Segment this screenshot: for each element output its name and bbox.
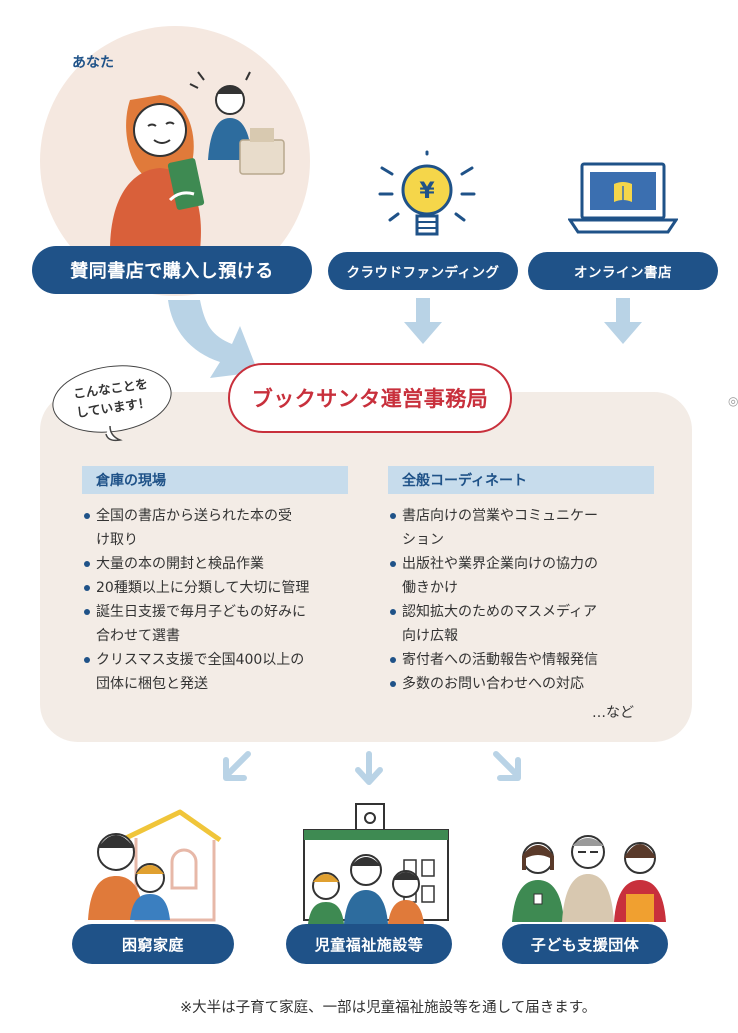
svg-text:¥: ¥	[419, 179, 435, 204]
facility-pill: 児童福祉施設等	[286, 924, 452, 964]
etc-label: …など	[592, 705, 634, 721]
coordination-heading: 全般コーディネート	[388, 466, 654, 494]
arrow-from-online	[604, 298, 642, 344]
office-label-box: ブックサンタ運営事務局	[228, 363, 512, 433]
office-activities-panel	[40, 392, 692, 742]
support-group-illustration	[512, 835, 666, 922]
arrows-to-office	[168, 298, 642, 378]
support-group-pill: 子ども支援団体	[502, 924, 668, 964]
footnote: ※大半は子育て家庭、一部は児童福祉施設等を通して届きます。	[180, 1000, 597, 1016]
facility-building-illustration	[303, 803, 449, 924]
arrow-from-bookstore	[168, 300, 258, 378]
arrow-from-crowdfunding	[404, 298, 442, 344]
list-item: 書店向けの営業やコミュニケーション	[390, 504, 660, 552]
arrow-to-facility	[355, 751, 383, 785]
laptop-book-icon	[568, 162, 678, 234]
arrow-to-support	[493, 751, 521, 781]
lightbulb-yen-icon: ¥	[378, 150, 476, 236]
family-house-illustration	[88, 809, 222, 922]
online-bookstore-pill: オンライン書店	[528, 252, 718, 290]
list-item: クリスマス支援で全国400以上の団体に梱包と発送	[84, 648, 354, 696]
book-icon	[167, 158, 205, 210]
list-item: 寄付者への活動報告や情報発信	[390, 648, 660, 672]
you-label: あなた	[72, 55, 114, 71]
woman-face	[133, 103, 187, 157]
list-item: 大量の本の開封と検品作業	[84, 552, 354, 576]
coordination-list: 書店向けの営業やコミュニケーション 出版社や業界企業向けの協力の働きかけ 認知拡…	[390, 504, 660, 696]
warehouse-heading: 倉庫の現場	[82, 466, 348, 494]
list-item: 20種類以上に分類して大切に管理	[84, 576, 354, 600]
list-item: 多数のお問い合わせへの対応	[390, 672, 660, 696]
list-item: 認知拡大のためのマスメディア向け広報	[390, 600, 660, 648]
bubble-tail	[105, 426, 123, 442]
arrows-to-recipients	[223, 751, 521, 785]
family-pill: 困窮家庭	[72, 924, 234, 964]
list-item: 全国の書店から送られた本の受け取り	[84, 504, 354, 552]
arrow-to-family	[223, 751, 251, 781]
crowdfunding-pill: クラウドファンディング	[328, 252, 518, 290]
list-item: 誕生日支援で毎月子どもの好みに合わせて選書	[84, 600, 354, 648]
edge-mark: ◎	[728, 394, 738, 408]
bookstore-illustration	[110, 71, 285, 250]
warehouse-list: 全国の書店から送られた本の受け取り 大量の本の開封と検品作業 20種類以上に分類…	[84, 504, 354, 696]
buy-at-bookstore-pill: 賛同書店で購入し預ける	[32, 246, 312, 294]
list-item: 出版社や業界企業向けの協力の働きかけ	[390, 552, 660, 600]
